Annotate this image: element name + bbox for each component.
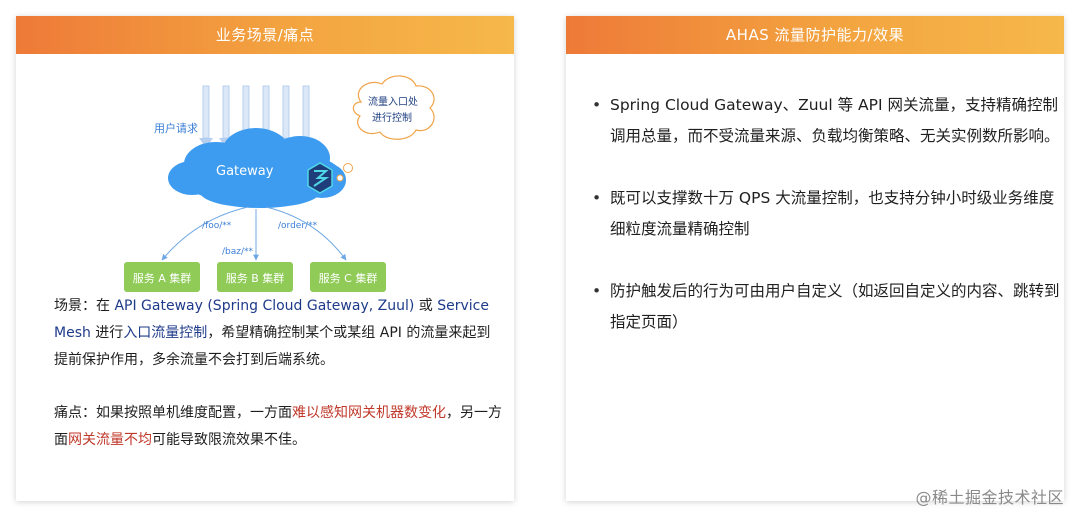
capability-item: Spring Cloud Gateway、Zuul 等 API 网关流量，支持精… xyxy=(592,90,1062,152)
pain-text-3: ，另一方面 xyxy=(54,405,502,448)
pain-highlight-1: 难以感知网关机器数变化 xyxy=(292,405,446,421)
route-label-foo: /foo/** xyxy=(202,221,232,231)
service-box-b: 服务 B 集群 xyxy=(217,262,293,292)
scene-api-gateway: API Gateway (Spring Cloud Gateway, Zuul) xyxy=(114,298,415,314)
thought-bubble xyxy=(336,75,435,182)
capability-list: Spring Cloud Gateway、Zuul 等 API 网关流量，支持精… xyxy=(592,90,1062,369)
scene-service-mesh: Service Mesh xyxy=(54,298,489,341)
service-label-a: 服务 A 集群 xyxy=(133,271,192,285)
service-label-b: 服务 B 集群 xyxy=(226,271,285,285)
pain-highlight-2: 网关流量不均 xyxy=(68,432,152,448)
service-label-c: 服务 C 集群 xyxy=(319,271,378,285)
service-box-c: 服务 C 集群 xyxy=(310,262,386,292)
scenario-paragraph: 场景：在 API Gateway (Spring Cloud Gateway, … xyxy=(54,293,504,374)
gateway-diagram: 用户请求 Gateway 流量入口处 进行控制 xyxy=(124,75,435,292)
watermark: @稀土掘金技术社区 xyxy=(915,488,1064,507)
pain-text-1: 痛点：如果按照单机维度配置，一方面 xyxy=(54,405,292,421)
scene-text-5: 进行 xyxy=(90,325,124,341)
service-box-a: 服务 A 集群 xyxy=(124,262,200,292)
pain-text-5: 可能导致限流效果不佳。 xyxy=(152,432,306,448)
route-arrow-c xyxy=(265,206,347,261)
capability-item: 既可以支撑数十万 QPS 大流量控制，也支持分钟小时级业务维度细粒度流量精确控制 xyxy=(592,183,1062,245)
route-arrow-a xyxy=(161,206,249,261)
thought-bubble-line-2: 进行控制 xyxy=(372,111,412,124)
capability-card-header: AHAS 流量防护能力/效果 xyxy=(566,16,1064,54)
request-arrow xyxy=(199,85,213,148)
gateway-label: Gateway xyxy=(216,164,274,179)
scene-text-3: 或 xyxy=(414,298,438,314)
route-label-baz: /baz/** xyxy=(222,247,254,257)
user-request-label: 用户请求 xyxy=(154,121,198,135)
ahas-logo-icon xyxy=(307,162,333,194)
route-arrows xyxy=(161,206,347,261)
scene-text-7: ，希望精确控制某个或某组 API 的流量来起到提前保护作用，多余流量不会打到后端… xyxy=(54,325,491,368)
scene-entry-flow-control: 入口流量控制 xyxy=(123,325,208,341)
capability-item: 防护触发后的行为可由用户自定义（如返回自定义的内容、跳转到指定页面） xyxy=(592,276,1062,338)
scenario-card-header: 业务场景/痛点 xyxy=(16,16,514,54)
route-label-order: /order/** xyxy=(278,221,318,231)
pain-point-paragraph: 痛点：如果按照单机维度配置，一方面难以感知网关机器数变化，另一方面网关流量不均可… xyxy=(54,400,504,454)
scene-text-1: 场景：在 xyxy=(54,298,115,314)
capability-card: AHAS 流量防护能力/效果 Spring Cloud Gateway、Zuul… xyxy=(566,16,1064,501)
thought-bubble-line-1: 流量入口处 xyxy=(368,95,418,108)
scenario-card: 业务场景/痛点 xyxy=(16,16,514,501)
